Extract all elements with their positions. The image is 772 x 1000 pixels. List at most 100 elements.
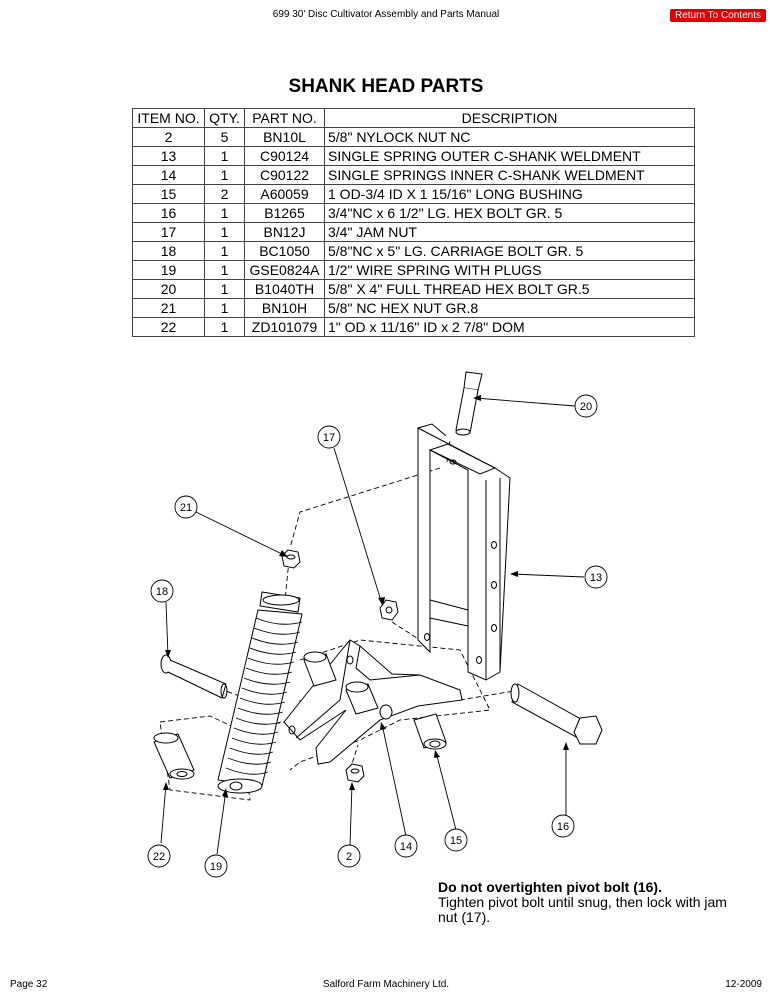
qty-cell: 1 [204, 260, 245, 280]
description-cell: 1/2" WIRE SPRING WITH PLUGS [324, 260, 695, 280]
nylock-nut-2 [345, 763, 365, 783]
footer-page-number: Page 32 [10, 979, 48, 990]
callout-18: 18 [150, 579, 174, 603]
jam-nut-17 [379, 599, 399, 621]
qty-cell: 5 [204, 127, 245, 147]
description-cell: 5/8" NC HEX NUT GR.8 [324, 298, 695, 318]
part-no-cell: B1040TH [244, 279, 325, 299]
return-to-contents-link[interactable]: Return To Contents [670, 9, 766, 22]
item-no-cell: 17 [132, 222, 205, 242]
wire-spring-19 [217, 591, 303, 794]
callout-label: 18 [156, 586, 168, 598]
callout-17: 17 [317, 425, 341, 449]
qty-cell: 2 [204, 184, 245, 204]
item-no-cell: 15 [132, 184, 205, 204]
callout-label: 16 [557, 821, 569, 833]
qty-cell: 1 [204, 241, 245, 261]
callout-2: 2 [337, 844, 361, 868]
callout-label: 22 [153, 851, 165, 863]
callout-19: 19 [204, 854, 228, 878]
footer-company: Salford Farm Machinery Ltd. [322, 979, 450, 990]
hex-bolt-16 [510, 683, 603, 745]
item-no-cell: 20 [132, 279, 205, 299]
qty-cell: 1 [204, 146, 245, 166]
callout-label: 2 [346, 851, 352, 863]
qty-cell: 1 [204, 317, 245, 337]
callout-label: 17 [323, 432, 335, 444]
item-no-cell: 18 [132, 241, 205, 261]
callout-label: 13 [590, 572, 602, 584]
callout-label: 19 [210, 861, 222, 873]
c-shank-outer-weldment [417, 423, 511, 681]
part-no-cell: BN12J [244, 222, 325, 242]
callout-20: 20 [574, 394, 598, 418]
dom-tube-22 [153, 732, 195, 780]
callout-label: 20 [580, 401, 592, 413]
description-cell: 3/4" JAM NUT [324, 222, 695, 242]
callout-22: 22 [147, 844, 171, 868]
part-no-cell: BC1050 [244, 241, 325, 261]
column-header: ITEM NO. [132, 108, 205, 128]
callout-15: 15 [444, 828, 468, 852]
assembly-note: Do not overtighten pivot bolt (16). Tigh… [438, 880, 738, 925]
callout-label: 21 [180, 502, 192, 514]
hex-bolt-20 [455, 371, 483, 436]
footer-date: 12-2009 [725, 979, 762, 990]
table-header-row: ITEM NO. QTY. PART NO. DESCRIPTION [132, 108, 695, 128]
description-cell: SINGLE SPRINGS INNER C-SHANK WELDMENT [324, 165, 695, 185]
description-cell: 5/8" X 4" FULL THREAD HEX BOLT GR.5 [324, 279, 695, 299]
document-title: 699 30' Disc Cultivator Assembly and Par… [272, 9, 500, 20]
part-no-cell: BN10L [244, 127, 325, 147]
note-body: Tighten pivot bolt until snug, then lock… [438, 894, 727, 925]
item-no-cell: 19 [132, 260, 205, 280]
description-cell: 3/4"NC x 6 1/2" LG. HEX BOLT GR. 5 [324, 203, 695, 223]
part-no-cell: C90122 [244, 165, 325, 185]
page-title: SHANK HEAD PARTS [288, 76, 484, 97]
item-no-cell: 22 [132, 317, 205, 337]
callout-21: 21 [174, 495, 198, 519]
qty-cell: 1 [204, 203, 245, 223]
callout-14: 14 [394, 834, 418, 858]
item-no-cell: 21 [132, 298, 205, 318]
column-header: DESCRIPTION [324, 108, 695, 128]
item-no-cell: 13 [132, 146, 205, 166]
description-cell: 1" OD x 11/16" ID x 2 7/8" DOM [324, 317, 695, 337]
carriage-bolt-18 [160, 654, 228, 699]
part-no-cell: C90124 [244, 146, 325, 166]
part-no-cell: A60059 [244, 184, 325, 204]
callout-label: 14 [400, 841, 412, 853]
callout-label: 15 [450, 835, 462, 847]
description-cell: SINGLE SPRING OUTER C-SHANK WELDMENT [324, 146, 695, 166]
callout-16: 16 [551, 814, 575, 838]
qty-cell: 1 [204, 298, 245, 318]
part-no-cell: BN10H [244, 298, 325, 318]
bushing-15 [303, 651, 447, 750]
description-cell: 5/8" NYLOCK NUT NC [324, 127, 695, 147]
description-cell: 5/8"NC x 5" LG. CARRIAGE BOLT GR. 5 [324, 241, 695, 261]
part-no-cell: B1265 [244, 203, 325, 223]
column-header: QTY. [204, 108, 245, 128]
description-cell: 1 OD-3/4 ID X 1 15/16" LONG BUSHING [324, 184, 695, 204]
callout-13: 13 [584, 565, 608, 589]
item-no-cell: 2 [132, 127, 205, 147]
part-no-cell: ZD101079 [244, 317, 325, 337]
column-header: PART NO. [244, 108, 325, 128]
note-heading: Do not overtighten pivot bolt (16). [438, 879, 662, 895]
qty-cell: 1 [204, 222, 245, 242]
item-no-cell: 14 [132, 165, 205, 185]
